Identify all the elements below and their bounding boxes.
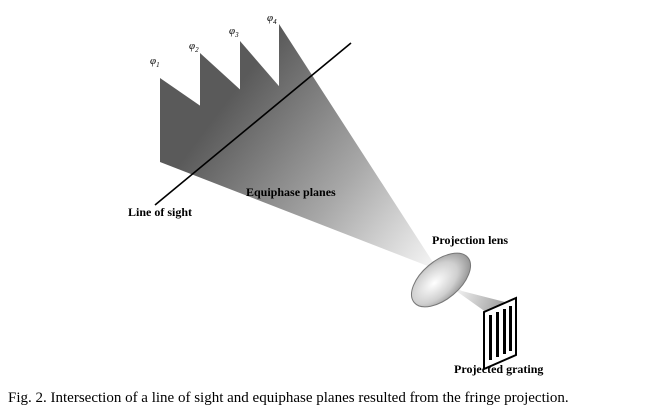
figure-caption: Fig. 2. Intersection of a line of sight … [8, 390, 569, 406]
projected-grating [483, 296, 517, 371]
projection-lens-label: Projection lens [432, 233, 508, 247]
line-of-sight [154, 42, 352, 206]
line-of-sight-label: Line of sight [128, 205, 192, 219]
phase-label-3: φ3 [229, 25, 239, 39]
equiphase-planes-label: Equiphase planes [246, 185, 336, 199]
equiphase-plane-4 [279, 24, 438, 270]
phase-label-1: φ1 [150, 55, 160, 69]
projection-beam [445, 283, 505, 315]
phase-label-4: φ4 [267, 12, 277, 26]
projection-lens [411, 252, 471, 308]
phase-label-2: φ2 [189, 40, 199, 54]
projected-grating-label: Projected grating [454, 362, 543, 376]
equiphase-planes [160, 24, 438, 270]
